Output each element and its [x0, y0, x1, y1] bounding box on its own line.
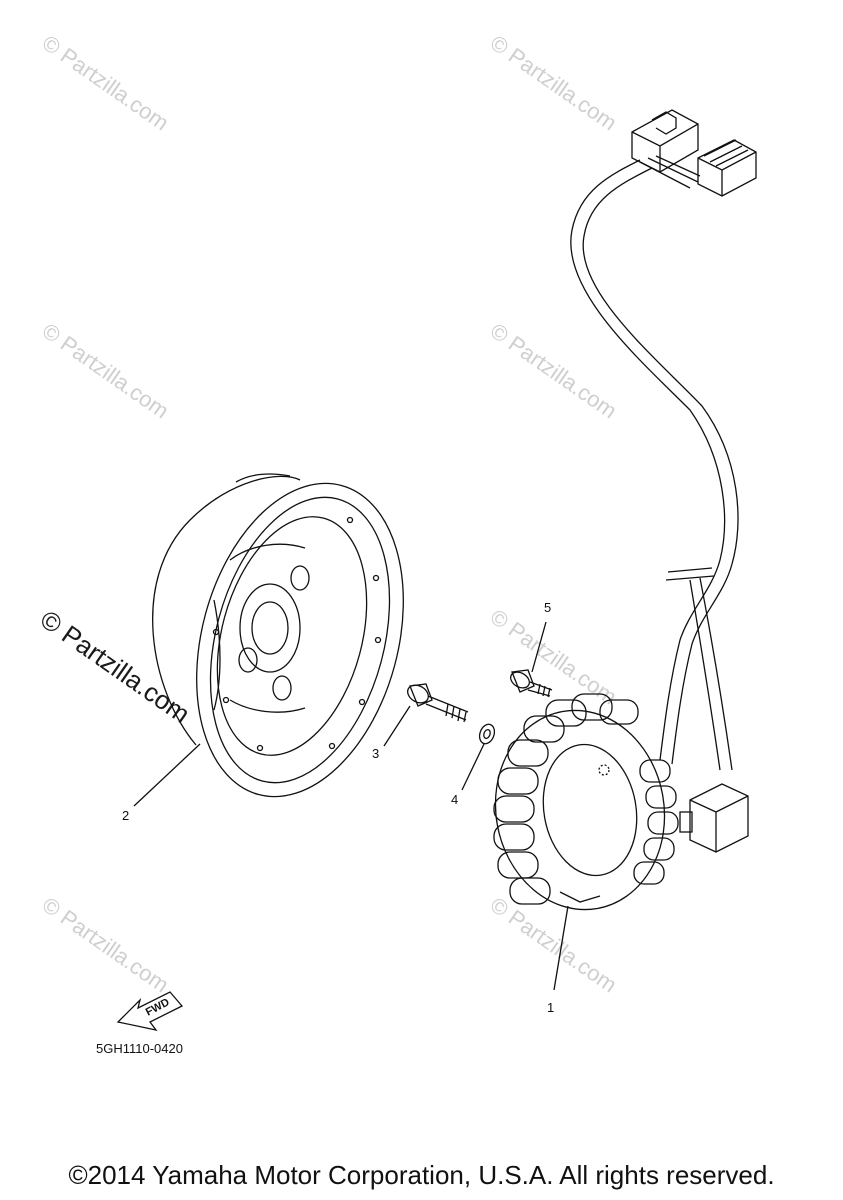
pickup-sensor: [679, 783, 749, 853]
rotor-flywheel: [152, 473, 404, 798]
fwd-label: FWD: [144, 996, 172, 1018]
callout-4: 4: [451, 792, 459, 807]
connector-a: [631, 109, 699, 173]
leader-lines: [133, 621, 569, 991]
callout-5: 5: [544, 600, 552, 615]
stator-coil: [493, 693, 679, 911]
fwd-arrow-icon: [116, 991, 184, 1031]
wire-harness: [570, 155, 739, 771]
bolt-part-3: [407, 683, 469, 723]
callout-2: 2: [122, 808, 130, 823]
screw-part-5: [510, 669, 553, 698]
copyright-notice: ©2014 Yamaha Motor Corporation, U.S.A. A…: [68, 1160, 775, 1190]
connector-b: [697, 139, 757, 197]
diagram-part-code: 5GH1110-0420: [96, 1041, 183, 1056]
callout-3: 3: [372, 746, 380, 761]
washer-part-4: [478, 723, 496, 745]
callout-1: 1: [547, 1000, 555, 1015]
